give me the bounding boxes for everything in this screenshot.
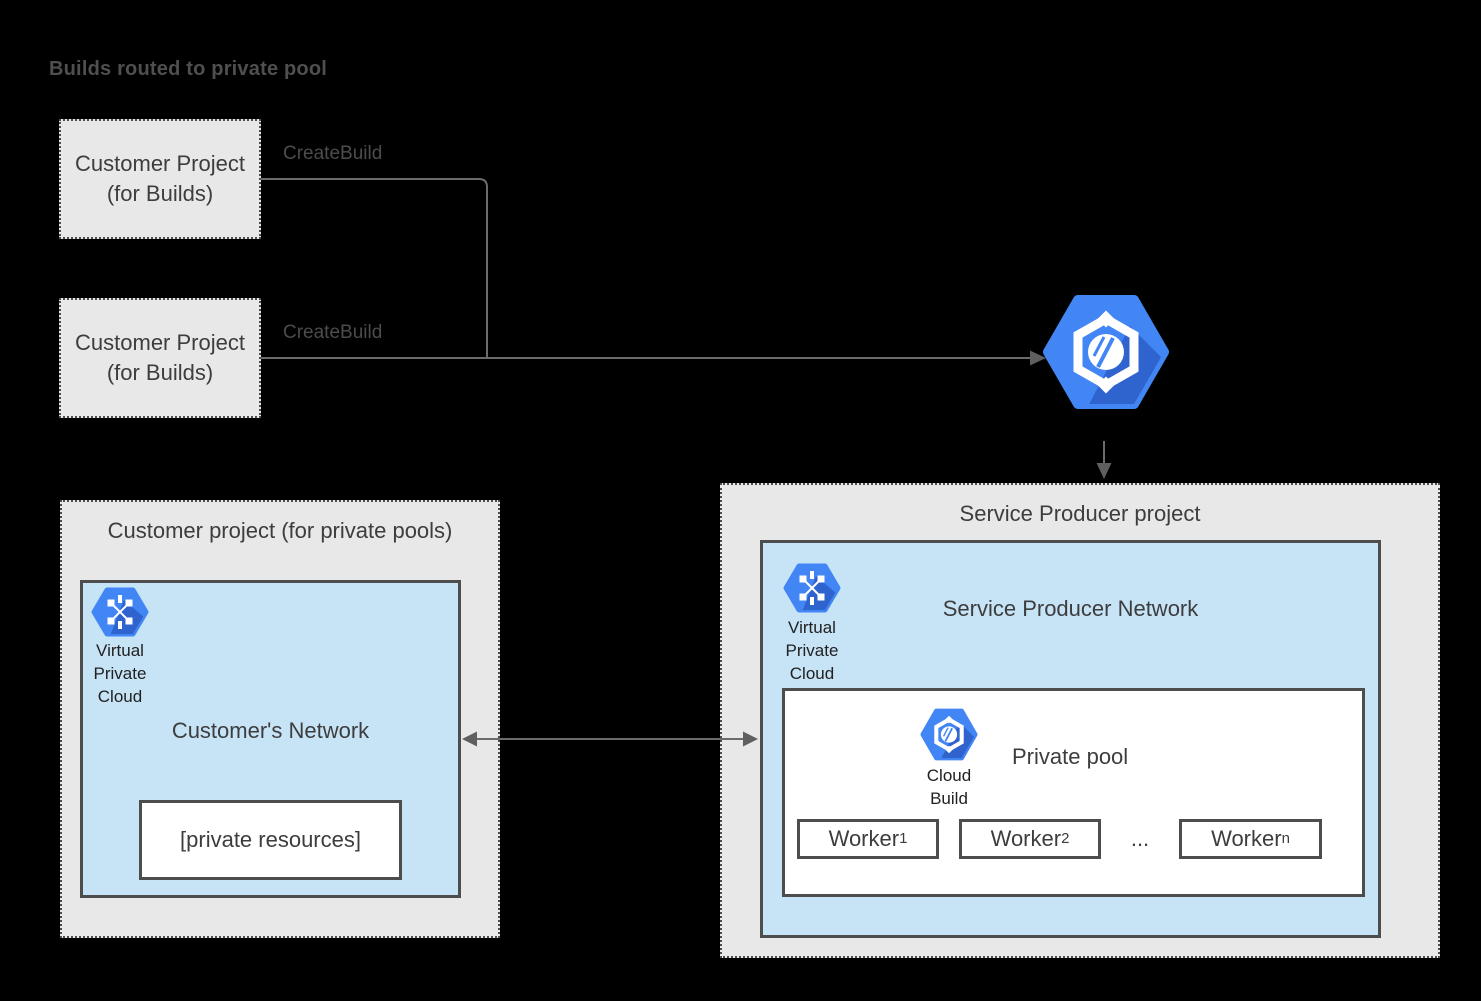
create-build-label-1: CreateBuild <box>283 143 383 164</box>
service-producer-project-title: Service Producer project <box>959 501 1201 526</box>
customer-project-private-pools-title: Customer project (for private pools) <box>107 518 453 543</box>
diagram-title: Builds routed to private pool <box>49 58 328 80</box>
box-label-line: (for Builds) <box>106 360 214 385</box>
virtual-private-cloud-icon <box>90 586 150 638</box>
customers-network-title: Customer's Network <box>171 718 370 743</box>
customer-project-builds-box-2: Customer Project (for Builds) <box>59 298 261 418</box>
cloud-build-icon <box>1042 294 1170 410</box>
create-build-label-2: CreateBuild <box>283 322 383 343</box>
cloud-build-label: Cloud Build <box>926 766 972 808</box>
vpc-label: Virtual Private Cloud <box>93 641 147 706</box>
private-pool-box <box>782 688 1365 897</box>
vpc-label: Virtual Private Cloud <box>785 618 839 683</box>
box-label-line: Customer Project <box>75 330 245 355</box>
cloud-build-icon <box>920 708 978 761</box>
private-pool-title: Private pool <box>1012 744 1129 769</box>
service-producer-network-title: Service Producer Network <box>942 596 1199 621</box>
private-resources-box: [private resources] <box>139 800 402 880</box>
worker-ellipsis: ... <box>1130 826 1150 851</box>
customer-project-builds-box-1: Customer Project (for Builds) <box>59 119 261 239</box>
box-label-line: (for Builds) <box>106 181 214 206</box>
box-label-line: Customer Project <box>75 151 245 176</box>
arrowhead-down <box>1096 463 1112 479</box>
